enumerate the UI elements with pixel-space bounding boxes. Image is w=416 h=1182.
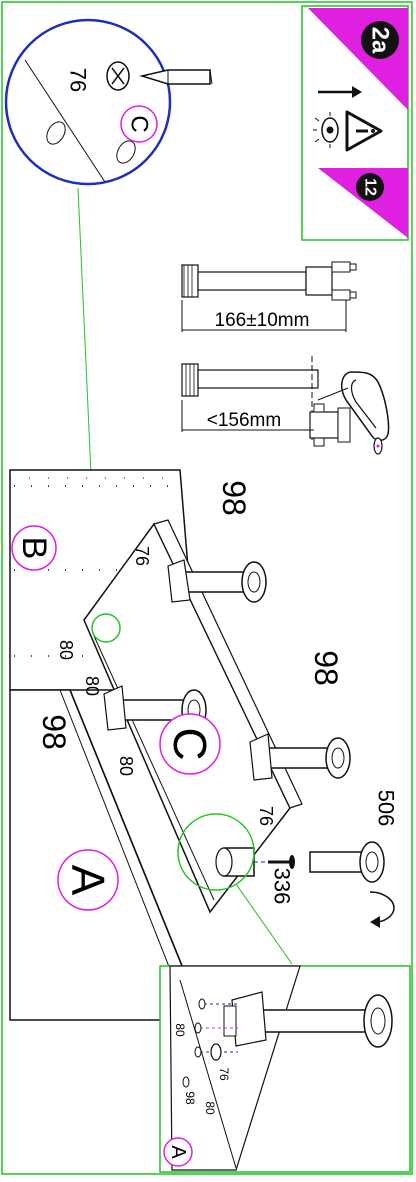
detail-part-76: 76 (66, 68, 91, 92)
step-header-box: 2a 12 (301, 5, 409, 241)
panel-a-label: A (62, 865, 114, 896)
inset-part-76: 76 (217, 1067, 231, 1081)
part-506-label: 506 (374, 790, 399, 827)
leg-1 (167, 559, 267, 603)
part-80-b: 80 (82, 676, 102, 696)
rotate-arrow-icon (369, 891, 395, 928)
warning-triangle-icon (345, 110, 383, 152)
ref-number-badge (356, 173, 384, 201)
part-80-a: 80 (56, 640, 76, 660)
inset-leader-line (235, 883, 293, 965)
inset-leg (223, 991, 393, 1048)
part-80-c: 80 (116, 756, 136, 776)
inset-part-80-b: 80 (203, 1101, 217, 1115)
panel-a-badge (57, 849, 119, 911)
measure-short-label: <156mm (207, 410, 281, 431)
inset-part-98: 98 (183, 1091, 197, 1105)
panel-c-badge (159, 713, 221, 775)
cabinet-assembly: B C A 98 98 98 76 76 80 80 80 506 336 (9, 469, 399, 1021)
detail-panel-c-label: C (126, 115, 153, 132)
arrow-down-icon (318, 86, 362, 98)
part-98-left: 98 (36, 714, 72, 750)
part-98-top: 98 (216, 480, 252, 516)
part-76-top: 76 (132, 546, 152, 566)
part-336-label: 336 (270, 868, 295, 905)
inset-panel-a-badge (163, 1137, 193, 1167)
leg-measure-short: <156mm (181, 356, 390, 455)
inset-panel-a-label: A (167, 1145, 189, 1159)
leg-4-exploded (215, 841, 395, 928)
part-76-bottom: 76 (256, 806, 276, 826)
inset-part-80-a: 80 (173, 1023, 187, 1037)
ref-badge-bg (318, 168, 408, 238)
screwdriver-icon (139, 69, 213, 85)
panel-b-label: B (15, 537, 53, 560)
part-98-right: 98 (308, 650, 344, 686)
detail-focus-large (177, 813, 255, 891)
leg-3 (249, 733, 351, 781)
screw-head-icon (106, 61, 130, 91)
panel-b-badge (11, 525, 57, 571)
panel-c-label: C (164, 727, 216, 760)
detail-panel-c-badge (120, 105, 158, 143)
leg-inset-box: 80 76 98 80 A (159, 965, 411, 1173)
step-number-badge (361, 21, 399, 59)
screw-detail-circle: 76 C (4, 18, 213, 186)
step-number: 2a (367, 27, 394, 54)
wrench-tool-icon (317, 371, 390, 455)
leg-measure-long: 166±10mm (181, 261, 357, 332)
screw-icon (268, 855, 295, 869)
detail-focus-small (91, 613, 121, 643)
measure-long-label: 166±10mm (215, 310, 310, 331)
ref-number: 12 (362, 178, 379, 196)
eye-icon (313, 112, 339, 148)
